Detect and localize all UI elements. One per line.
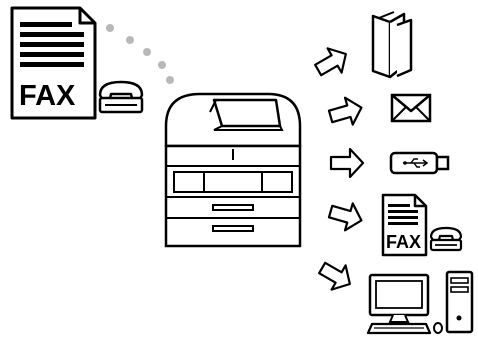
incoming-fax-document-icon: FAX (12, 8, 95, 118)
incoming-fax-label: FAX (19, 80, 76, 112)
incoming-telephone-icon (100, 82, 142, 112)
transmission-dots (106, 24, 174, 84)
arrow-to-email-icon (327, 94, 365, 130)
outgoing-telephone-icon (431, 228, 461, 250)
arrow-to-fax-icon (327, 198, 365, 234)
envelope-icon (392, 95, 430, 121)
folder-icon (373, 12, 411, 77)
arrow-to-usb-icon (331, 149, 363, 177)
outgoing-fax-document-icon: FAX (383, 195, 426, 255)
arrow-to-folder-icon (311, 42, 353, 82)
multifunction-printer-icon (166, 94, 300, 246)
arrow-to-computer-icon (315, 256, 357, 296)
usb-drive-icon (391, 153, 448, 173)
outgoing-fax-label: FAX (386, 232, 421, 252)
desktop-computer-icon (368, 272, 472, 333)
